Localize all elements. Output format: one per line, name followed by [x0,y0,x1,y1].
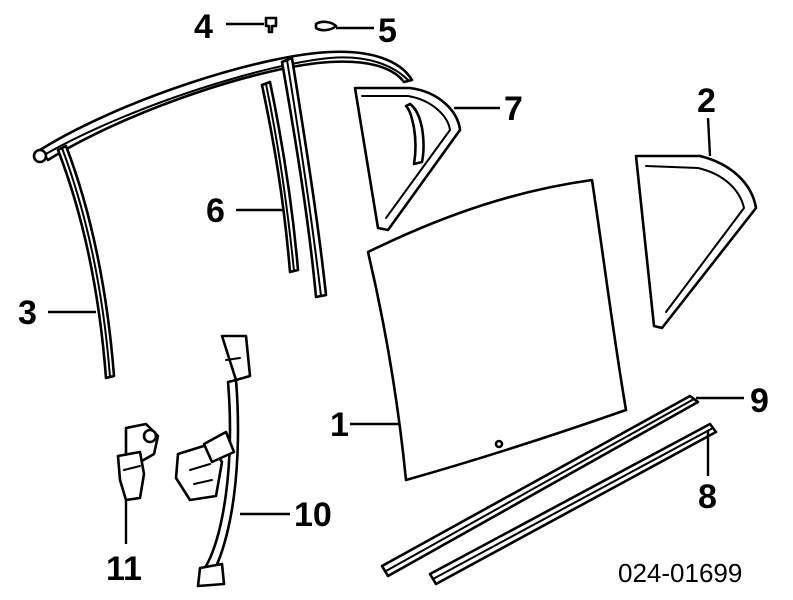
leader-lines [48,22,744,544]
callout-4: 4 [194,8,213,46]
callout-2: 2 [697,82,716,120]
part-9-outer-weatherstrip [380,394,700,578]
part-1-door-glass [366,178,628,482]
callout-1: 1 [330,406,349,444]
callout-10: 10 [294,496,332,534]
part-8-inner-weatherstrip [428,422,718,586]
part-4-clip [264,16,278,34]
part-7-quarter-window [353,86,462,232]
leader-2 [706,117,712,157]
part-10-window-regulator [174,334,252,588]
part-2-quarter-glass [634,154,758,330]
callout-6: 6 [206,192,225,230]
callout-9: 9 [750,382,769,420]
callout-labels: 4 5 7 2 6 3 1 9 8 10 11 024-01699 [18,8,769,588]
part-11-motor-bracket [116,422,160,502]
diagram-number: 024-01699 [618,558,742,588]
callout-5: 5 [378,12,397,50]
callout-11: 11 [106,550,142,588]
rear-vertical-channel [280,56,328,299]
callout-7: 7 [504,90,523,128]
part-5-seal-piece [314,20,338,32]
callout-3: 3 [18,294,37,332]
part-6-guide-rail [260,80,300,274]
callout-8: 8 [698,478,717,516]
